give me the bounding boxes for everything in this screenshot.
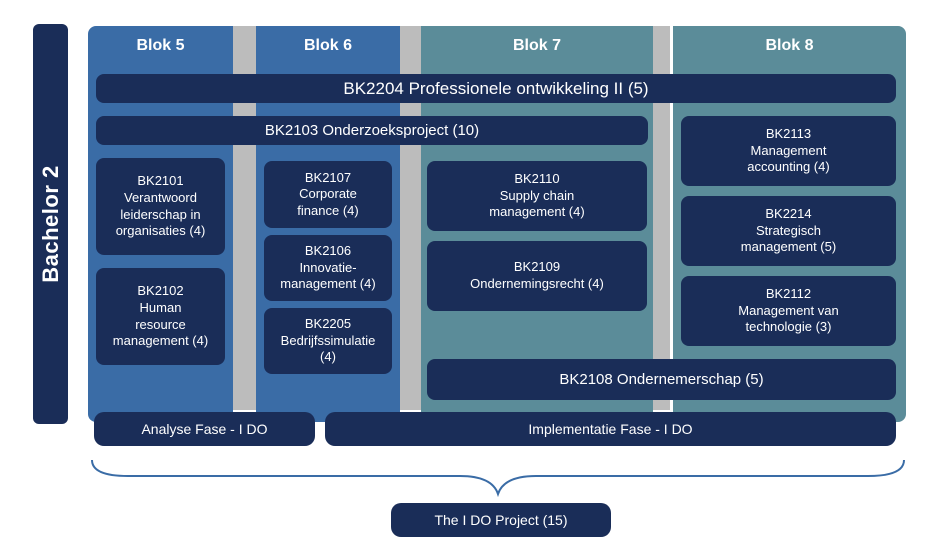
bachelor-side-tab: Bachelor 2	[33, 24, 68, 424]
curly-brace	[91, 459, 905, 498]
bachelor-label: Bachelor 2	[37, 165, 63, 283]
course-bk2101: BK2101 Verantwoord leiderschap in organi…	[96, 158, 225, 255]
blok-8-heading: Blok 8	[765, 37, 814, 54]
blok-6-heading: Blok 6	[303, 37, 352, 54]
course-bk2109: BK2109 Ondernemingsrecht (4)	[427, 241, 647, 311]
course-bk2106: BK2106 Innovatie- management (4)	[264, 235, 392, 301]
course-bk2103: BK2103 Onderzoeksproject (10)	[96, 116, 648, 145]
course-bk2204: BK2204 Professionele ontwikkeling II (5)	[96, 74, 896, 103]
blok-7-heading: Blok 7	[512, 37, 561, 54]
i-do-project: The I DO Project (15)	[391, 503, 611, 537]
blok-5-heading: Blok 5	[136, 37, 185, 54]
course-bk2102: BK2102 Human resource management (4)	[96, 268, 225, 365]
course-bk2113: BK2113 Management accounting (4)	[681, 116, 896, 186]
course-bk2110: BK2110 Supply chain management (4)	[427, 161, 647, 231]
course-bk2107: BK2107 Corporate finance (4)	[264, 161, 392, 228]
course-bk2112: BK2112 Management van technologie (3)	[681, 276, 896, 346]
course-bk2214: BK2214 Strategisch management (5)	[681, 196, 896, 266]
course-bk2205: BK2205 Bedrijfssimulatie (4)	[264, 308, 392, 374]
implementation-phase: Implementatie Fase - I DO	[325, 412, 896, 446]
analysis-phase: Analyse Fase - I DO	[94, 412, 315, 446]
course-bk2108: BK2108 Ondernemerschap (5)	[427, 359, 896, 400]
